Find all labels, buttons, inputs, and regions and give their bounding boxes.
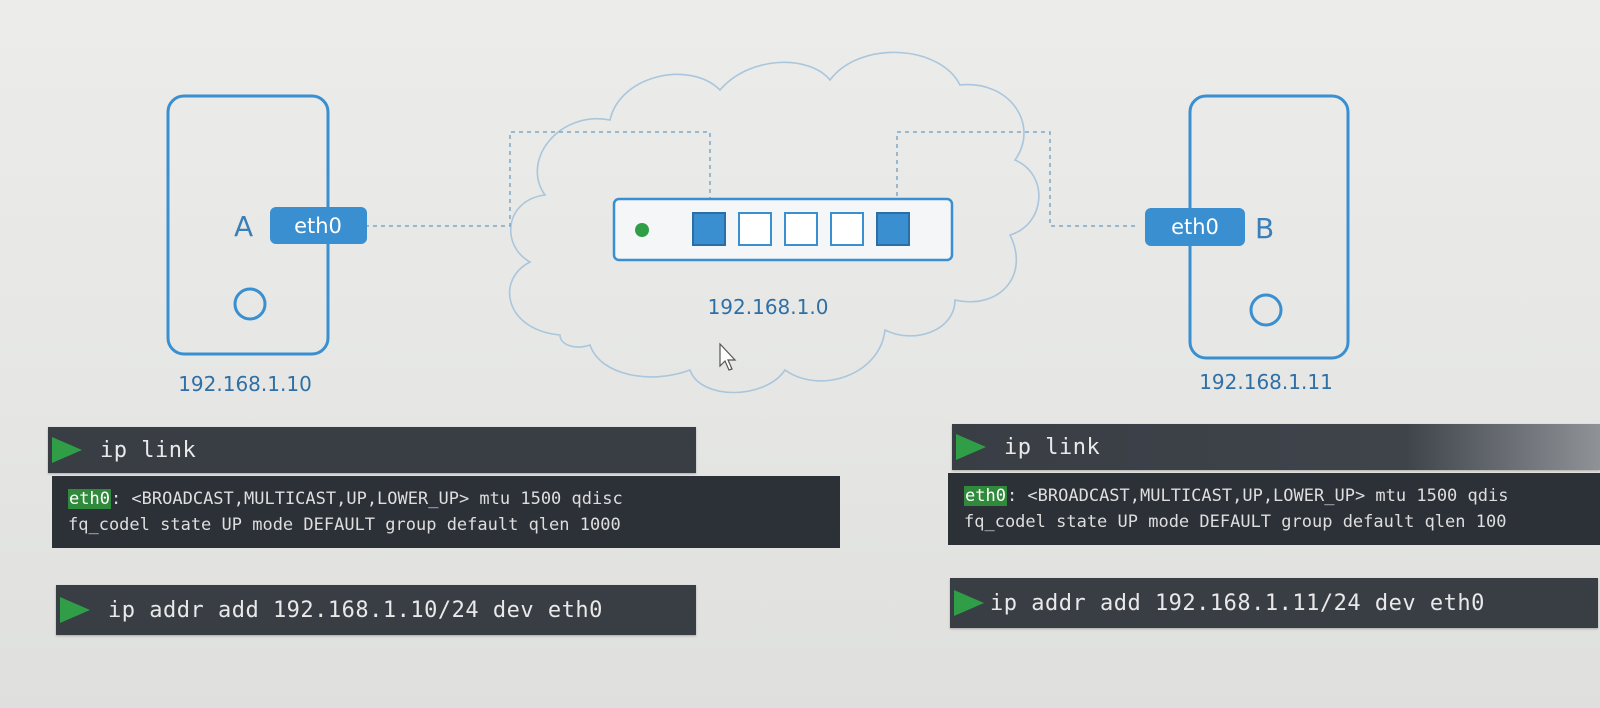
- terminal-b-addr: ip addr add 192.168.1.11/24 dev eth0: [950, 578, 1598, 628]
- terminal-a-addr: ip addr add 192.168.1.10/24 dev eth0: [56, 585, 696, 635]
- switch-port-3: [784, 212, 818, 246]
- terminal-b-addr-command-bar: ip addr add 192.168.1.11/24 dev eth0: [950, 578, 1598, 628]
- play-icon: [52, 437, 82, 463]
- terminal-a-ip-link: ip link: [48, 427, 696, 473]
- terminal-b-output-line1: : <BROADCAST,MULTICAST,UP,LOWER_UP> mtu …: [1006, 486, 1509, 506]
- play-icon: [954, 590, 984, 616]
- network-diagram: A eth0 192.168.1.10 192.168.1.0 eth0 B 1…: [166, 51, 1350, 396]
- host-a-ip: 192.168.1.10: [178, 372, 312, 396]
- terminal-a-output-line2: fq_codel state UP mode DEFAULT group def…: [68, 515, 621, 535]
- terminal-a-output: eth0: <BROADCAST,MULTICAST,UP,LOWER_UP> …: [52, 476, 840, 548]
- host-b-label: B: [1255, 212, 1274, 245]
- network-address: 192.168.1.0: [708, 295, 829, 319]
- host-b-eth0-tag: [1145, 208, 1245, 246]
- host-a-port-circle: [233, 287, 267, 321]
- terminal-a-output-iface: eth0: [68, 489, 111, 509]
- switch-port-1: [692, 212, 726, 246]
- link-lines: [365, 131, 1138, 227]
- terminal-b-link-command: ip link: [1004, 434, 1101, 460]
- terminal-b-output-line2: fq_codel state UP mode DEFAULT group def…: [964, 512, 1507, 532]
- host-a: A eth0 192.168.1.10: [166, 94, 367, 396]
- host-b-port-circle: [1249, 293, 1283, 327]
- switch-port-4: [830, 212, 864, 246]
- terminal-b-ip-link: ip link: [952, 424, 1600, 470]
- terminal-b-addr-command: ip addr add 192.168.1.11/24 dev eth0: [990, 590, 1485, 616]
- terminal-b-output-iface: eth0: [964, 486, 1007, 506]
- terminal-a-addr-command: ip addr add 192.168.1.10/24 dev eth0: [108, 597, 603, 623]
- host-a-eth0-tag: [270, 207, 367, 244]
- terminal-a-output-line1: : <BROADCAST,MULTICAST,UP,LOWER_UP> mtu …: [110, 489, 623, 509]
- switch: [612, 197, 954, 262]
- host-a-label: A: [234, 210, 253, 243]
- mouse-pointer-icon: [719, 342, 737, 371]
- play-icon: [956, 434, 986, 460]
- network-cloud: [508, 51, 1040, 394]
- status-led-icon: [635, 223, 649, 237]
- switch-port-2: [738, 212, 772, 246]
- play-icon: [60, 597, 90, 623]
- host-b: eth0 B 192.168.1.11: [1145, 94, 1350, 394]
- terminal-b-link-command-bar: ip link: [952, 424, 1600, 470]
- host-b-eth0-label: eth0: [1171, 215, 1219, 239]
- host-b-ip: 192.168.1.11: [1199, 370, 1333, 394]
- terminal-b-output: eth0: <BROADCAST,MULTICAST,UP,LOWER_UP> …: [948, 473, 1600, 545]
- switch-port-5: [876, 212, 910, 246]
- host-a-eth0-label: eth0: [294, 214, 342, 238]
- terminal-a-link-command: ip link: [100, 437, 197, 463]
- terminal-a-link-command-bar: ip link: [48, 427, 696, 473]
- terminal-a-addr-command-bar: ip addr add 192.168.1.10/24 dev eth0: [56, 585, 696, 635]
